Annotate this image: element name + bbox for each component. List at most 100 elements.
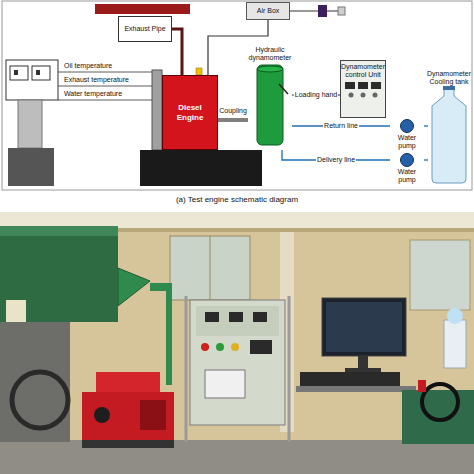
dyno-shape bbox=[257, 65, 288, 145]
air-meter bbox=[318, 5, 327, 17]
knob bbox=[231, 343, 239, 351]
tank-cap bbox=[443, 86, 455, 90]
dynamometer: Hydraulic dynamometer bbox=[248, 46, 292, 150]
machine bbox=[0, 322, 70, 442]
monitor-base bbox=[345, 368, 381, 372]
part-label: Coupling bbox=[219, 107, 247, 115]
pump-shape bbox=[401, 154, 414, 167]
exhaust-horn bbox=[118, 268, 150, 306]
bench bbox=[296, 386, 416, 392]
sensor-label: Oil temperature bbox=[64, 62, 112, 70]
engine-cap bbox=[94, 407, 110, 423]
engine-detail bbox=[140, 400, 166, 430]
bottle bbox=[6, 300, 26, 322]
node-text: Hydraulic dynamometer bbox=[249, 46, 292, 62]
node-text: Water pump bbox=[390, 134, 424, 150]
handle bbox=[418, 380, 426, 392]
edge-label: Delivery line bbox=[316, 156, 356, 164]
display-window bbox=[32, 66, 50, 80]
air-line bbox=[327, 11, 338, 12]
pump-symbol bbox=[391, 118, 423, 134]
ctrl-symbol bbox=[341, 79, 385, 116]
sensor-wire bbox=[58, 86, 152, 87]
green-cabinet bbox=[0, 226, 118, 322]
knob bbox=[349, 93, 354, 98]
sensor-label: Water temperature bbox=[64, 90, 122, 98]
display-dot bbox=[14, 70, 18, 75]
connector bbox=[218, 118, 248, 122]
meter bbox=[205, 312, 219, 322]
cooling-tank: Dynamometer Cooling tank bbox=[428, 70, 470, 186]
pump-symbol bbox=[391, 152, 423, 168]
engine bbox=[82, 392, 174, 442]
meter bbox=[229, 312, 243, 322]
connector bbox=[424, 125, 428, 126]
dyno-symbol bbox=[249, 62, 291, 149]
meter bbox=[253, 312, 267, 322]
connector bbox=[172, 29, 182, 75]
tank-shape bbox=[432, 86, 466, 183]
window bbox=[170, 236, 250, 300]
ceiling bbox=[0, 212, 474, 228]
display-window bbox=[345, 82, 355, 89]
display-window bbox=[10, 66, 28, 80]
exhaust-box: Exhaust Pipe bbox=[118, 16, 172, 42]
knob bbox=[201, 343, 209, 351]
screen bbox=[326, 302, 402, 352]
monitor-stand bbox=[358, 356, 368, 370]
air-line bbox=[290, 11, 318, 12]
display-window bbox=[371, 82, 381, 89]
water-pump: Water pump bbox=[390, 152, 424, 185]
engine-bed bbox=[140, 150, 262, 186]
tank-bottle bbox=[432, 88, 466, 183]
knob bbox=[373, 93, 378, 98]
connector bbox=[424, 159, 428, 160]
exhaust-pipe bbox=[166, 290, 172, 385]
edge-label: Loading hand bbox=[294, 91, 338, 99]
node-text: Water pump bbox=[390, 168, 424, 184]
keyboard bbox=[300, 372, 400, 386]
display-base bbox=[8, 148, 54, 186]
sensor-wire bbox=[58, 100, 152, 101]
node-text: Diesel Engine bbox=[166, 103, 214, 121]
cabinet-top bbox=[0, 226, 118, 236]
node-text: Exhaust Pipe bbox=[124, 25, 165, 33]
display-stand bbox=[18, 100, 42, 148]
node-text: Dynamometer control Unit bbox=[341, 63, 385, 79]
tank-symbol bbox=[429, 86, 469, 185]
panel-top bbox=[196, 306, 279, 336]
node-text: Air Box bbox=[257, 7, 280, 15]
control-panel bbox=[190, 300, 285, 425]
figure-caption: (a) Test engine schematic diagram bbox=[0, 195, 474, 205]
window bbox=[410, 240, 470, 310]
knob bbox=[216, 343, 224, 351]
air-inlet bbox=[338, 7, 345, 15]
dyno-end bbox=[257, 66, 283, 72]
knob bbox=[361, 93, 366, 98]
flywheel-plate bbox=[152, 70, 162, 150]
fuel-tank bbox=[96, 372, 160, 394]
loading-lever bbox=[279, 84, 288, 94]
water-dispenser bbox=[444, 320, 466, 368]
ctrl-shape bbox=[345, 82, 381, 98]
hand-wheel bbox=[422, 384, 458, 420]
control-unit: Dynamometer control Unit bbox=[340, 60, 386, 118]
pump-circle bbox=[401, 154, 414, 167]
floor bbox=[0, 440, 474, 474]
dynamometer bbox=[402, 390, 474, 444]
panel-frame bbox=[186, 296, 289, 442]
water-pump: Water pump bbox=[390, 118, 424, 151]
sensor-wire bbox=[58, 72, 152, 73]
air-box: Air Box bbox=[246, 2, 290, 20]
exhaust-pipe bbox=[150, 283, 172, 291]
exhaust-bar bbox=[95, 4, 190, 14]
panel-slot bbox=[205, 370, 245, 398]
pump-circle bbox=[401, 120, 414, 133]
temperature-display bbox=[6, 60, 58, 100]
fuel-cap bbox=[196, 68, 202, 75]
schematic-frame bbox=[2, 1, 472, 190]
display-window bbox=[358, 82, 368, 89]
